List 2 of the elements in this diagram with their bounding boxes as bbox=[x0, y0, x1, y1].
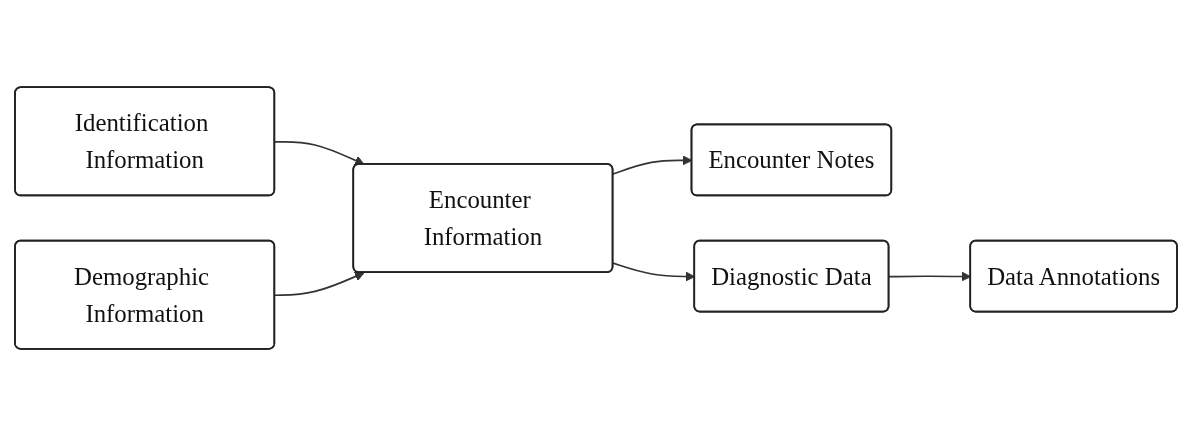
arrow bbox=[274, 271, 365, 297]
arrow bbox=[274, 140, 365, 166]
